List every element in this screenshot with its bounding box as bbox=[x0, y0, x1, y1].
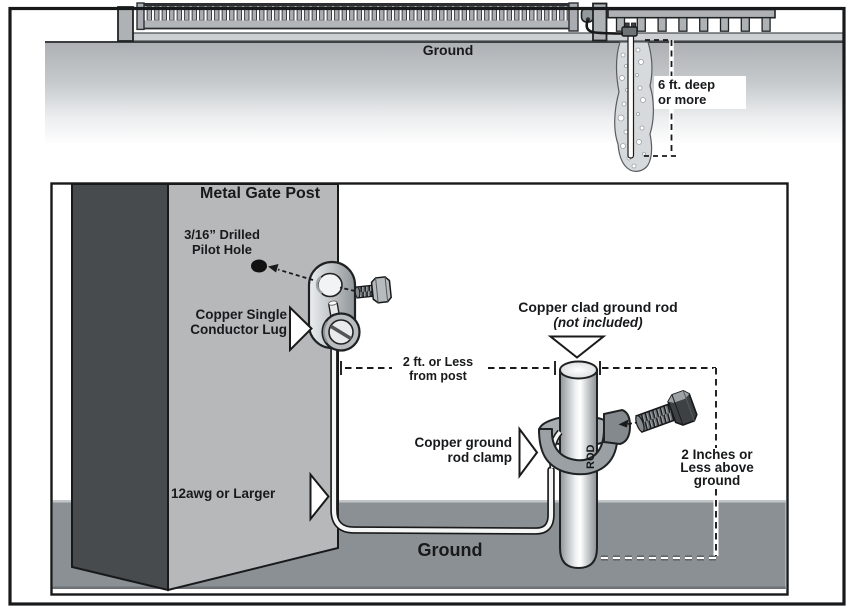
figure-frame bbox=[8, 6, 846, 606]
post-distance-label: 2 ft. or Less from post bbox=[392, 355, 484, 383]
depth-note: 6 ft. deep or more bbox=[654, 76, 746, 109]
panel-border bbox=[50, 182, 789, 596]
pilot-hole-label-line1: 3/16” Drilled bbox=[184, 227, 260, 242]
clamp-pointer bbox=[518, 425, 539, 480]
conductor-lug bbox=[307, 260, 361, 352]
ground-surface-line bbox=[45, 41, 843, 44]
ground-rod-clamp: ROD bbox=[538, 408, 632, 476]
rod-height-line3: ground bbox=[693, 473, 741, 489]
rod-height-label: 2 Inches or Less above ground bbox=[666, 448, 768, 488]
clamp-label: Copper ground rod clamp bbox=[380, 435, 513, 465]
pilot-hole-label: 3/16” Drilled Pilot Hole bbox=[160, 227, 284, 257]
lug-bolt bbox=[354, 276, 392, 304]
ground-wire bbox=[330, 345, 555, 535]
bottom-ground-label: Ground bbox=[417, 540, 483, 560]
clamp-label-line2: rod clamp bbox=[447, 450, 512, 465]
wire-label: 12awg or Larger bbox=[171, 486, 276, 501]
lug-pointer bbox=[289, 305, 313, 353]
depth-note-line2: or more bbox=[658, 91, 707, 107]
rod-label-line2: (not included) bbox=[553, 315, 643, 330]
ground-track-strip bbox=[132, 32, 844, 42]
pointer-triangles bbox=[289, 305, 607, 522]
bond-wire-top bbox=[585, 17, 624, 35]
clamp-marking-text: ROD bbox=[585, 445, 597, 470]
rod-height-line2: Less above bbox=[680, 460, 754, 476]
rod-pointer bbox=[547, 335, 607, 359]
rod-clamp-top bbox=[621, 22, 638, 37]
clamp-bolt-arrow bbox=[618, 419, 638, 428]
pilot-hole-arrow bbox=[268, 264, 356, 292]
lug-label: Copper Single Conductor Lug bbox=[165, 307, 287, 337]
rod-height-line1: 2 Inches or bbox=[681, 447, 753, 462]
lug-label-line1: Copper Single bbox=[195, 307, 287, 322]
top-ground-label: Ground bbox=[422, 41, 474, 58]
bottom-panel-scene: ROD bbox=[50, 182, 789, 596]
post-distance-line2: from post bbox=[409, 368, 467, 383]
clamp-bolt-boss bbox=[603, 408, 632, 446]
depth-note-line1: 6 ft. deep bbox=[658, 77, 716, 92]
support-post bbox=[117, 6, 134, 42]
post-title: Metal Gate Post bbox=[199, 185, 321, 202]
wire-pointer bbox=[309, 471, 330, 522]
post-distance-line1: 2 ft. or Less bbox=[402, 355, 474, 369]
pilot-hole bbox=[251, 259, 267, 273]
metal-gate-post bbox=[71, 183, 339, 592]
lug-label-line2: Conductor Lug bbox=[190, 322, 287, 337]
gate-post bbox=[592, 2, 608, 42]
clamp-label-line1: Copper ground bbox=[414, 435, 513, 450]
clamp-bolt bbox=[635, 389, 698, 434]
rod-label-line1: Copper clad ground rod bbox=[518, 299, 678, 315]
ground-rod-top bbox=[627, 31, 635, 159]
pilot-hole-label-line2: Pilot Hole bbox=[192, 242, 252, 257]
rod-label: Copper clad ground rod (not included) bbox=[490, 299, 706, 331]
